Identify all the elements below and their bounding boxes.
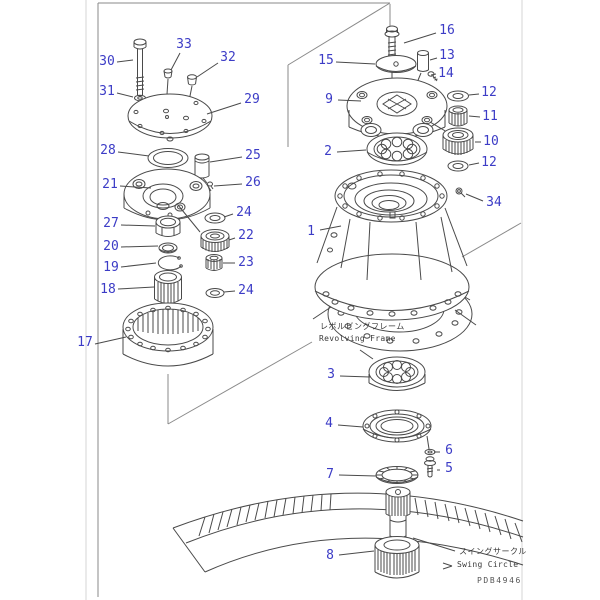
part-drawing-30	[133, 38, 147, 97]
part-drawing-17	[122, 302, 214, 367]
part-drawing-7	[375, 466, 419, 484]
part-drawing-8	[374, 486, 420, 579]
drawing-code: PDB4946	[477, 576, 522, 585]
part-drawing-2	[366, 132, 428, 166]
swing-circle-drawing	[172, 492, 524, 573]
part-drawing-18	[154, 270, 182, 304]
part-drawing-20	[158, 242, 178, 254]
part-drawing-24b	[205, 288, 225, 298]
part-drawing-12a	[447, 90, 469, 102]
part-drawing-25	[194, 153, 210, 184]
part-drawing-19	[157, 255, 183, 271]
part-drawing-1	[314, 169, 470, 321]
part-drawing-24a	[204, 212, 226, 224]
revolving-frame-label-en: Revolving Frame	[319, 334, 396, 343]
part-drawing-11	[448, 105, 468, 127]
revolving-frame-label-jp: レボルビングフレーム	[320, 322, 405, 331]
section-boundary-lines	[97, 2, 522, 597]
part-drawing-9	[346, 77, 448, 138]
part-drawing-4	[362, 409, 432, 450]
part-drawing-29	[127, 93, 213, 142]
page-edge-lines	[85, 0, 523, 600]
part-drawing-3	[368, 356, 426, 391]
swing-circle-label-jp: スイングサークル	[459, 547, 527, 556]
part-drawing-10	[442, 127, 474, 155]
part-drawing-22	[200, 229, 230, 252]
part-drawing-27	[155, 215, 181, 237]
part-drawing-15	[375, 55, 417, 73]
part-drawing-12b	[447, 160, 469, 172]
part-drawing-23	[205, 254, 223, 271]
part-drawing-28	[147, 148, 189, 168]
part-drawing-5	[424, 456, 436, 478]
part-drawing-34	[455, 187, 466, 198]
swing-circle-label-en: Swing Circle	[457, 560, 519, 569]
